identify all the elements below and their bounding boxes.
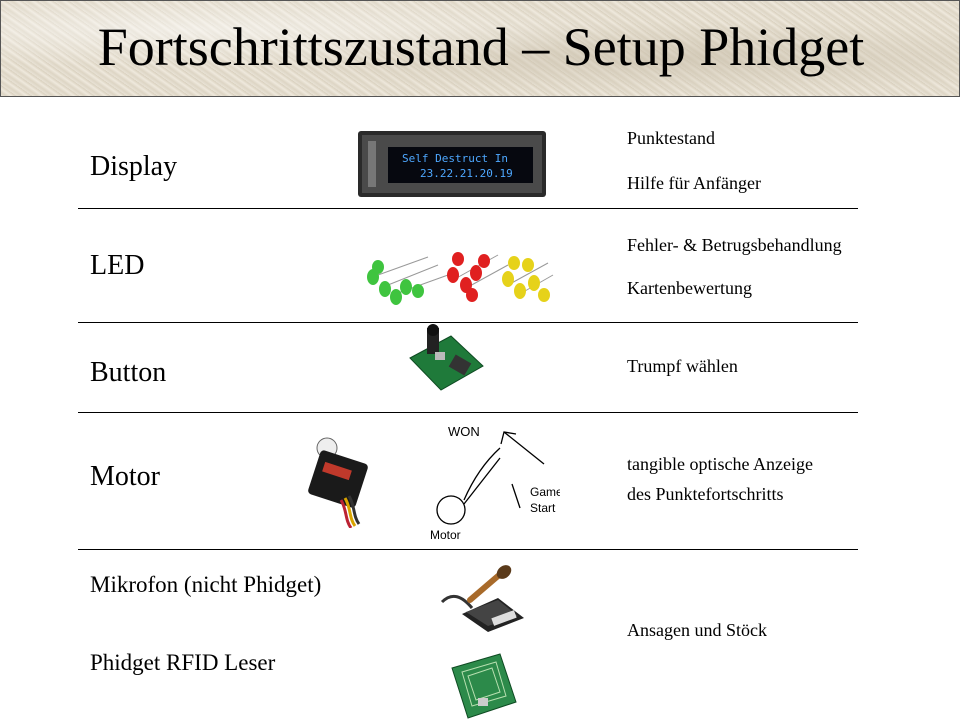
diagram-won-label: WON <box>448 424 480 439</box>
display-line-2: 23.22.21.20.19 <box>420 167 513 180</box>
servo-motor-image <box>308 437 368 528</box>
display-desc-2: Hilfe für Anfänger <box>627 173 761 193</box>
row-label-rfid: Phidget RFID Leser <box>90 650 276 675</box>
diagram-motor-label: Motor <box>430 528 461 542</box>
rfid-desc-1: Ansagen und Stöck <box>627 620 767 640</box>
row-label-microphone: Mikrofon (nicht Phidget) <box>90 572 322 597</box>
diagram-game-label: Game <box>530 485 560 499</box>
slide-title: Fortschrittszustand – Setup Phidget <box>97 17 865 77</box>
row-divider <box>78 412 858 413</box>
button-board-image <box>409 324 484 391</box>
motor-diagram: WON Game Start Motor <box>430 424 560 542</box>
rfid-reader-image <box>451 653 517 719</box>
row-label-led: LED <box>90 250 145 281</box>
row-label-button: Button <box>90 357 167 388</box>
row-divider <box>78 549 858 550</box>
button-desc-1: Trumpf wählen <box>627 356 738 376</box>
title-banner: Fortschrittszustand – Setup Phidget <box>0 0 960 97</box>
diagram-start-label: Start <box>530 501 556 515</box>
motor-desc-1: tangible optische Anzeige <box>627 454 813 474</box>
microphone-image <box>440 565 524 632</box>
led-desc-1: Fehler- & Betrugsbehandlung <box>627 235 842 255</box>
display-desc-1: Punktestand <box>627 128 715 148</box>
row-label-motor: Motor <box>90 461 160 492</box>
row-label-display: Display <box>90 151 178 182</box>
row-divider <box>78 208 858 209</box>
row-divider <box>78 322 858 323</box>
display-line-1: Self Destruct In <box>402 152 508 165</box>
leds-image <box>367 252 554 305</box>
led-desc-2: Kartenbewertung <box>627 278 752 298</box>
lcd-display-image: Self Destruct In 23.22.21.20.19 <box>358 131 546 197</box>
motor-desc-2: des Punktefortschritts <box>627 484 784 504</box>
